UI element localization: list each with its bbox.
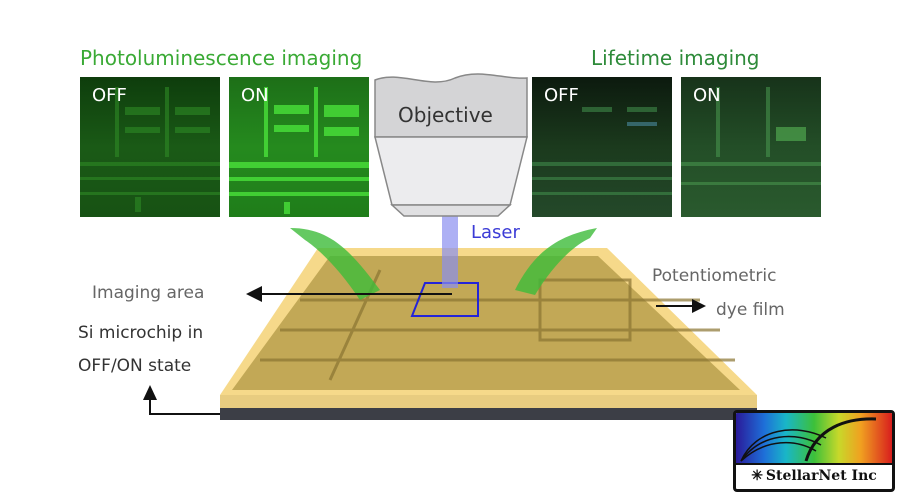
lt-on-label: ON: [693, 85, 721, 106]
laser-label: Laser: [471, 222, 520, 243]
pl-on-image: ON: [229, 77, 369, 217]
lt-off-image: OFF: [532, 77, 672, 217]
pl-on-label: ON: [241, 85, 269, 106]
logo-text: StellarNet Inc: [765, 468, 877, 484]
pl-imaging-title: Photoluminescence imaging: [80, 46, 363, 70]
dye-film-label-line2: dye film: [716, 300, 785, 320]
pl-off-image: OFF: [80, 77, 220, 217]
dye-film-label-line1: Potentiometric: [652, 266, 777, 286]
microchip-label-line2: OFF/ON state: [78, 356, 192, 376]
stellarnet-logo: ✳ StellarNet Inc: [733, 410, 895, 492]
spectrum-icon: [736, 413, 892, 463]
microchip-label-line1: Si microchip in: [78, 323, 204, 343]
lifetime-imaging-title: Lifetime imaging: [591, 46, 760, 70]
lt-off-label: OFF: [544, 85, 579, 106]
pl-off-label: OFF: [92, 85, 127, 106]
imaging-area-label: Imaging area: [92, 283, 205, 303]
star-icon: ✳: [751, 468, 763, 484]
lt-on-image: ON: [681, 77, 821, 217]
objective-label: Objective: [398, 103, 493, 127]
